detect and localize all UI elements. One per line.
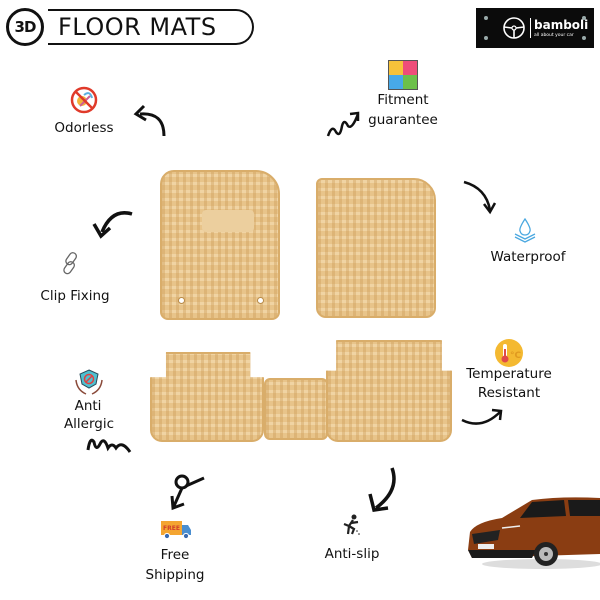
svg-text:FREE: FREE xyxy=(163,525,180,532)
brand-logo: bamboli all about your car xyxy=(476,8,594,48)
feature-anti-allergic-label-2: Allergic xyxy=(63,416,115,432)
3d-badge: 3D xyxy=(6,8,44,46)
shield-hands-icon xyxy=(75,369,103,395)
brand-name: bamboli xyxy=(534,18,589,32)
clip-hole xyxy=(257,297,264,304)
front-right-mat xyxy=(316,178,436,318)
rear-left-mat xyxy=(150,352,264,442)
feature-clip-fixing-label: Clip Fixing xyxy=(40,288,110,304)
squiggle-arrow-icon xyxy=(326,111,360,137)
feature-anti-slip-label: Anti-slip xyxy=(324,546,380,562)
thermometer-icon: °C xyxy=(495,339,523,367)
curved-arrow-icon xyxy=(461,408,503,425)
rear-center-mat xyxy=(264,378,328,440)
rear-right-mat xyxy=(326,340,452,442)
puzzle-icon xyxy=(388,60,418,90)
feature-waterproof-label: Waterproof xyxy=(490,249,566,265)
front-left-mat xyxy=(160,170,280,320)
curved-arrow-icon xyxy=(92,211,133,239)
loop-arrow-icon xyxy=(170,474,205,511)
water-drop-icon xyxy=(514,217,536,243)
screw-dot xyxy=(484,36,488,40)
feature-odorless-label: Odorless xyxy=(54,120,114,136)
squiggle-arrow-icon xyxy=(86,438,132,453)
feature-temperature-label-1: Temperature xyxy=(466,366,552,382)
curved-arrow-icon xyxy=(368,467,396,512)
feature-temperature-label-2: Resistant xyxy=(477,385,541,401)
feature-anti-allergic-label-1: Anti xyxy=(74,398,102,414)
logo-divider xyxy=(530,18,531,38)
no-odor-icon xyxy=(70,86,98,114)
curved-arrow-icon xyxy=(133,104,166,137)
heel-pad xyxy=(202,210,254,232)
delivery-truck-icon: FREE xyxy=(161,521,191,540)
svg-text:°C: °C xyxy=(510,351,522,361)
curved-arrow-icon xyxy=(463,180,497,215)
screw-dot xyxy=(582,16,586,20)
feature-free-shipping-label-1: Free xyxy=(160,547,190,563)
screw-dot xyxy=(582,36,586,40)
clip-hole xyxy=(178,297,185,304)
feature-free-shipping-label-2: Shipping xyxy=(145,567,205,583)
feature-fitment-label-1: Fitment xyxy=(377,92,429,108)
steering-wheel-icon xyxy=(503,17,525,39)
title-frame xyxy=(48,9,254,45)
chain-link-icon xyxy=(63,252,77,275)
screw-dot xyxy=(484,16,488,20)
brand-tagline: all about your car xyxy=(534,33,574,38)
feature-fitment-label-2: guarantee xyxy=(368,112,438,128)
page-title: FLOOR MATS xyxy=(58,13,217,41)
car-image xyxy=(468,497,600,569)
slipping-person-icon xyxy=(343,514,360,535)
